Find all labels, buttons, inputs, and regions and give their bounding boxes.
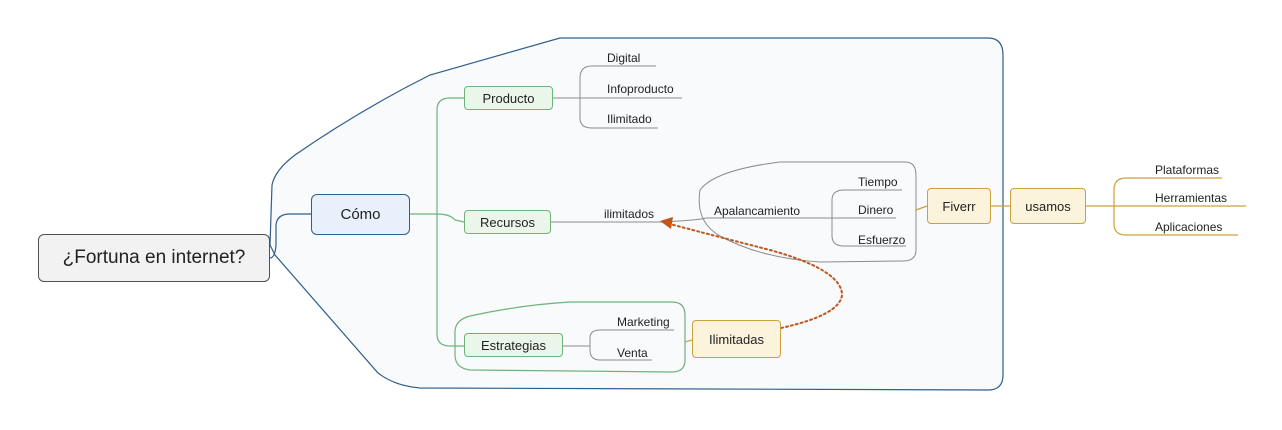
topic-recursos-label: Recursos [480, 214, 535, 230]
relationship-arrow [669, 223, 844, 329]
root-topic-label: ¿Fortuna en internet? [62, 247, 246, 268]
subtopic-infoproducto[interactable]: Infoproducto [607, 82, 674, 96]
subtopic-tiempo[interactable]: Tiempo [858, 175, 898, 189]
connector-boundary-fiverr [915, 205, 928, 211]
connector-producto-children [553, 65, 682, 129]
connector-usamos-children [1086, 177, 1246, 236]
subtopic-aplicaciones[interactable]: Aplicaciones [1155, 220, 1223, 234]
connector-boundary-ilimitadas [684, 339, 693, 343]
connector-apalancamiento-children [831, 189, 906, 247]
topic-usamos-label: usamos [1025, 198, 1071, 214]
topic-fiverr[interactable]: Fiverr [927, 188, 991, 224]
subtopic-digital[interactable]: Digital [607, 51, 641, 65]
connector-como-branches [410, 97, 465, 347]
apalancamiento-boundary [698, 161, 917, 263]
subtopic-ilimitado[interactable]: Ilimitado [607, 112, 652, 126]
topic-como-label: Cómo [340, 206, 381, 223]
estrategias-boundary [454, 301, 686, 373]
main-boundary [269, 37, 1004, 391]
topic-ilimitadas-label: Ilimitadas [709, 331, 764, 347]
topic-estrategias[interactable]: Estrategias [464, 333, 563, 357]
connector-root-como [269, 213, 311, 259]
subtopic-dinero[interactable]: Dinero [858, 203, 894, 217]
subtopic-venta[interactable]: Venta [617, 346, 648, 360]
topic-usamos[interactable]: usamos [1010, 188, 1086, 224]
subtopic-marketing[interactable]: Marketing [617, 315, 670, 329]
topic-producto[interactable]: Producto [464, 86, 553, 110]
topic-ilimitadas[interactable]: Ilimitadas [692, 320, 781, 358]
subtopic-esfuerzo[interactable]: Esfuerzo [858, 233, 906, 247]
topic-recursos[interactable]: Recursos [464, 210, 551, 234]
topic-fiverr-label: Fiverr [942, 198, 976, 214]
subtopic-plataformas[interactable]: Plataformas [1155, 163, 1220, 177]
topic-producto-label: Producto [482, 90, 535, 106]
relationship-arrowhead [660, 217, 673, 229]
subtopic-apalancamiento[interactable]: Apalancamiento [714, 204, 801, 218]
topic-estrategias-label: Estrategias [480, 337, 547, 353]
subtopic-herramientas[interactable]: Herramientas [1155, 191, 1228, 205]
root-topic[interactable]: ¿Fortuna en internet? [38, 234, 270, 282]
subtopic-ilimitados[interactable]: ilimitados [604, 207, 655, 221]
connector-estrategias-children [563, 329, 674, 361]
topic-como[interactable]: Cómo [311, 194, 410, 235]
